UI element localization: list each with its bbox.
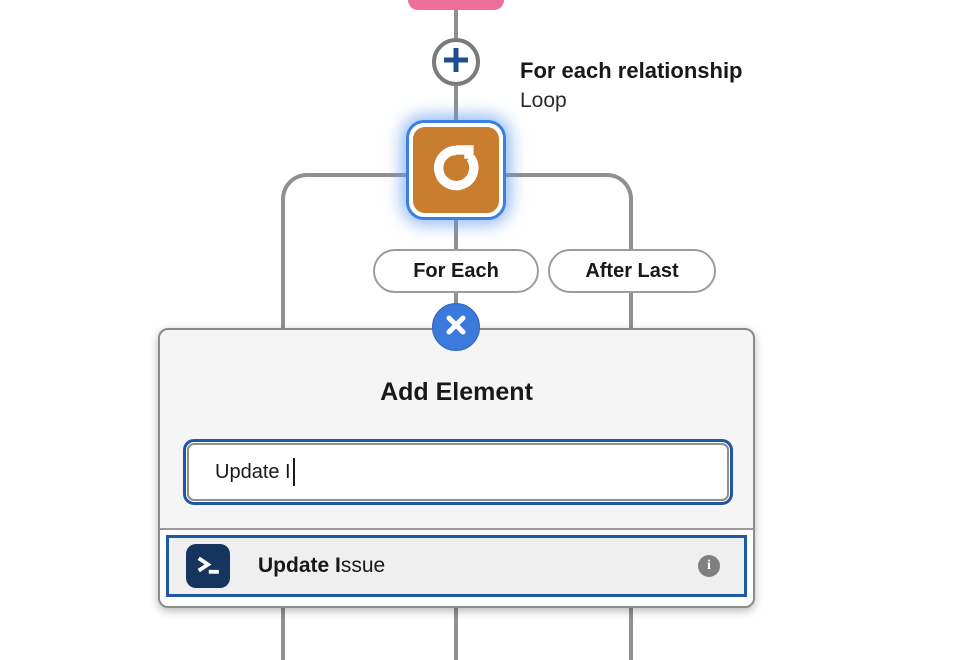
- loop-node[interactable]: [406, 120, 506, 220]
- loop-node-tile: [413, 127, 499, 213]
- loop-node-subtitle: Loop: [520, 89, 567, 112]
- branch-label-for-each: For Each: [373, 249, 539, 293]
- previous-node[interactable]: [408, 0, 504, 10]
- element-search-field: Update I: [183, 439, 733, 505]
- connector-plus-to-loop: [454, 86, 458, 120]
- element-search-input[interactable]: Update I: [187, 443, 729, 501]
- search-results-list: Update Issue i: [160, 528, 753, 606]
- branch-label-after-last: After Last: [548, 249, 716, 293]
- for-each-label-text: For Each: [413, 259, 499, 282]
- loop-icon: [425, 137, 487, 204]
- plus-icon: [441, 45, 471, 80]
- connector-top: [454, 6, 458, 38]
- connector-bottom-center: [454, 608, 458, 660]
- connector-bottom-left: [281, 608, 285, 660]
- connector-bottom-right: [629, 608, 633, 660]
- result-row-update-issue[interactable]: Update Issue i: [166, 535, 747, 597]
- popup-title: Add Element: [380, 378, 533, 406]
- result-label: Update Issue: [258, 554, 385, 578]
- loop-node-label: For each relationship Loop: [520, 56, 743, 116]
- terminal-icon: [186, 544, 230, 588]
- text-cursor: [292, 458, 295, 486]
- loop-node-title: For each relationship: [520, 58, 743, 83]
- add-node-button[interactable]: [432, 38, 480, 86]
- close-popup-button[interactable]: [432, 303, 480, 351]
- x-icon: [443, 312, 469, 343]
- result-label-rest: ssue: [340, 554, 386, 577]
- result-label-match: Update I: [258, 554, 341, 577]
- info-icon[interactable]: i: [698, 555, 720, 577]
- after-last-label-text: After Last: [585, 259, 679, 282]
- search-input-value: Update I: [215, 460, 291, 483]
- connector-branch-left: [281, 173, 408, 330]
- add-element-popup: Add Element Update I Update Issue i: [158, 328, 755, 608]
